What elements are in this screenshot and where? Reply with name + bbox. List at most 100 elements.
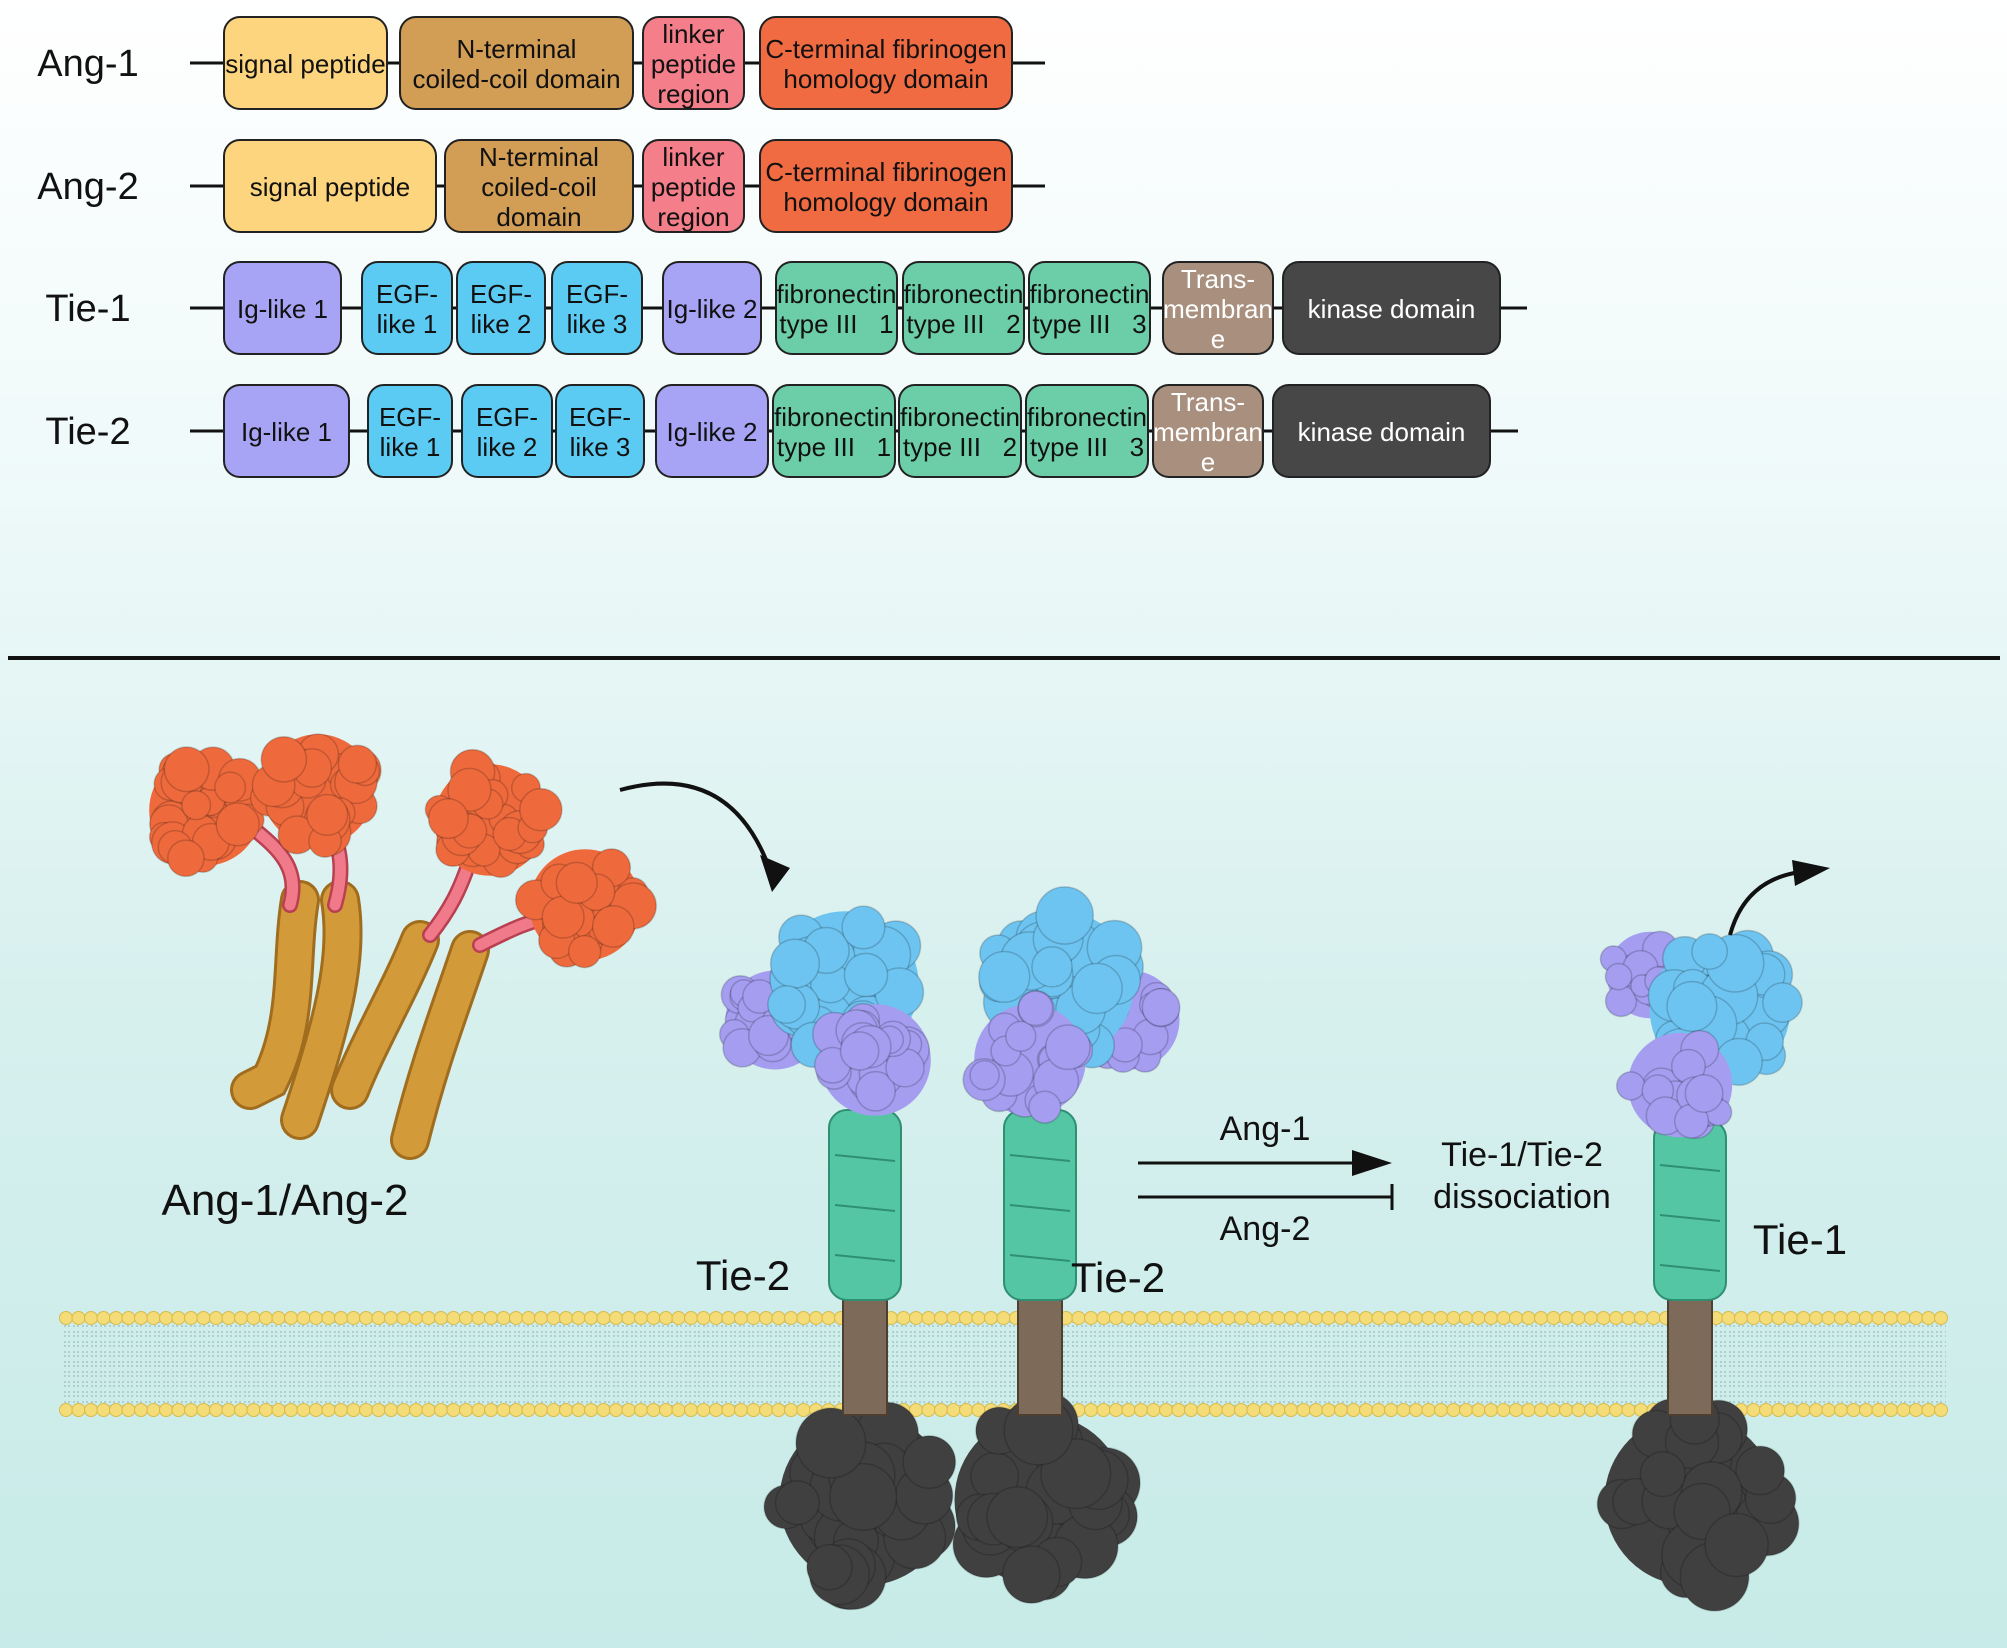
lipid-head — [71, 1403, 86, 1417]
domain-label-line: kinase domain — [1308, 294, 1476, 324]
lipid-head — [1234, 1311, 1248, 1325]
protein-label: Tie-1 — [45, 288, 130, 330]
kinase-domain — [1596, 1394, 1800, 1612]
lipid-head — [496, 1311, 511, 1325]
ig-like-domain — [812, 1002, 931, 1116]
lipid-head — [1621, 1311, 1636, 1325]
lipid-head — [1871, 1403, 1886, 1417]
domain-box — [223, 261, 342, 355]
domain-label-line: peptide — [651, 49, 736, 79]
domain-box — [456, 261, 546, 355]
lipid-head — [1921, 1311, 1936, 1325]
domain-label-line: Trans- — [1181, 264, 1255, 294]
ig-like-domain — [1615, 1029, 1733, 1140]
lipid-head — [559, 1403, 573, 1417]
lipid-head — [1109, 1403, 1123, 1417]
lipid-head — [321, 1311, 336, 1325]
lipid-head — [959, 1403, 973, 1417]
activation-label: Ang-1 — [1220, 1110, 1311, 1148]
transmembrane-segment — [1017, 1299, 1063, 1416]
lipid-head — [934, 1311, 948, 1325]
lipid-head — [1534, 1311, 1548, 1325]
lipid-head — [1309, 1403, 1323, 1417]
lipid-head — [284, 1311, 298, 1325]
lipid-head — [1921, 1403, 1936, 1417]
domain-box — [759, 16, 1013, 110]
tie1-label: Tie-1 — [1753, 1216, 1847, 1263]
domain-label-line: kinase domain — [1298, 417, 1466, 447]
lipid-head — [346, 1403, 361, 1417]
lipid-head — [1421, 1403, 1436, 1417]
lipid-head — [1221, 1311, 1236, 1325]
lipid-head — [1646, 1311, 1661, 1325]
ang-monomer — [390, 848, 657, 1160]
lipid-head — [1371, 1403, 1386, 1417]
domain-ig: Ig-like 2 — [662, 261, 762, 355]
domain-label-line: EGF- — [569, 402, 631, 432]
lipid-head — [1384, 1311, 1398, 1325]
lipid-head — [421, 1311, 436, 1325]
lipid-head — [1146, 1311, 1161, 1325]
ang-fibrinogen-head — [514, 848, 657, 969]
domain-label-line: like 2 — [477, 432, 538, 462]
domain-label-line: fibronectin — [774, 402, 894, 432]
lipid-head — [1859, 1311, 1873, 1325]
fibronectin-divider — [1009, 1154, 1071, 1162]
lipid-head — [646, 1403, 661, 1417]
lipid-head — [721, 1311, 736, 1325]
lipid-head — [1534, 1403, 1548, 1417]
lipid-head — [971, 1311, 986, 1325]
ang-monomer — [148, 746, 320, 1110]
lipid-head — [109, 1403, 123, 1417]
egf-like-domain — [1647, 929, 1803, 1086]
lipid-head — [571, 1311, 586, 1325]
lipid-head — [671, 1311, 686, 1325]
protein-label: Ang-1 — [37, 43, 138, 85]
lipid-head — [1396, 1311, 1411, 1325]
fibronectin-divider — [1009, 1254, 1071, 1262]
lipid-head — [184, 1403, 198, 1417]
domain-box — [555, 384, 645, 478]
lipid-head — [246, 1403, 261, 1417]
lipid-head — [1159, 1311, 1173, 1325]
lipid-head — [1109, 1311, 1123, 1325]
lipid-head — [1796, 1311, 1811, 1325]
domain-box — [759, 139, 1013, 233]
domain-label-line: region — [657, 79, 729, 109]
lipid-head — [1821, 1403, 1836, 1417]
lipid-head — [96, 1311, 111, 1325]
lipid-head — [1521, 1403, 1536, 1417]
lipid-head — [1446, 1403, 1461, 1417]
domain-label-line: peptide — [651, 172, 736, 202]
tie2-receptor-left — [718, 905, 957, 1611]
lipid-head — [1546, 1403, 1561, 1417]
domain-label-line: C-terminal fibrinogen — [765, 157, 1006, 187]
lipid-head — [1571, 1403, 1586, 1417]
lipid-head — [496, 1403, 511, 1417]
lipid-head — [1409, 1403, 1423, 1417]
lipid-head — [771, 1311, 786, 1325]
lipid-head — [634, 1311, 648, 1325]
lipid-head — [1734, 1311, 1748, 1325]
lipid-head — [746, 1311, 761, 1325]
lipid-head — [1171, 1311, 1186, 1325]
lipid-head — [1209, 1403, 1223, 1417]
lipid-head — [1084, 1311, 1098, 1325]
lipid-head — [109, 1311, 123, 1325]
domain-label-line: like 1 — [380, 432, 441, 462]
membrane-tails — [62, 1322, 1946, 1406]
lipid-head — [296, 1311, 311, 1325]
domain-label-line: Ig-like 2 — [666, 417, 757, 447]
lipid-head — [1096, 1403, 1111, 1417]
domain-label-line: fibronectin — [1027, 402, 1147, 432]
lipid-head — [809, 1311, 823, 1325]
lipid-head — [1084, 1403, 1098, 1417]
domain-label-line: signal peptide — [225, 49, 385, 79]
lipid-head — [759, 1311, 773, 1325]
lipid-head — [1321, 1311, 1336, 1325]
lipid-head — [771, 1403, 786, 1417]
